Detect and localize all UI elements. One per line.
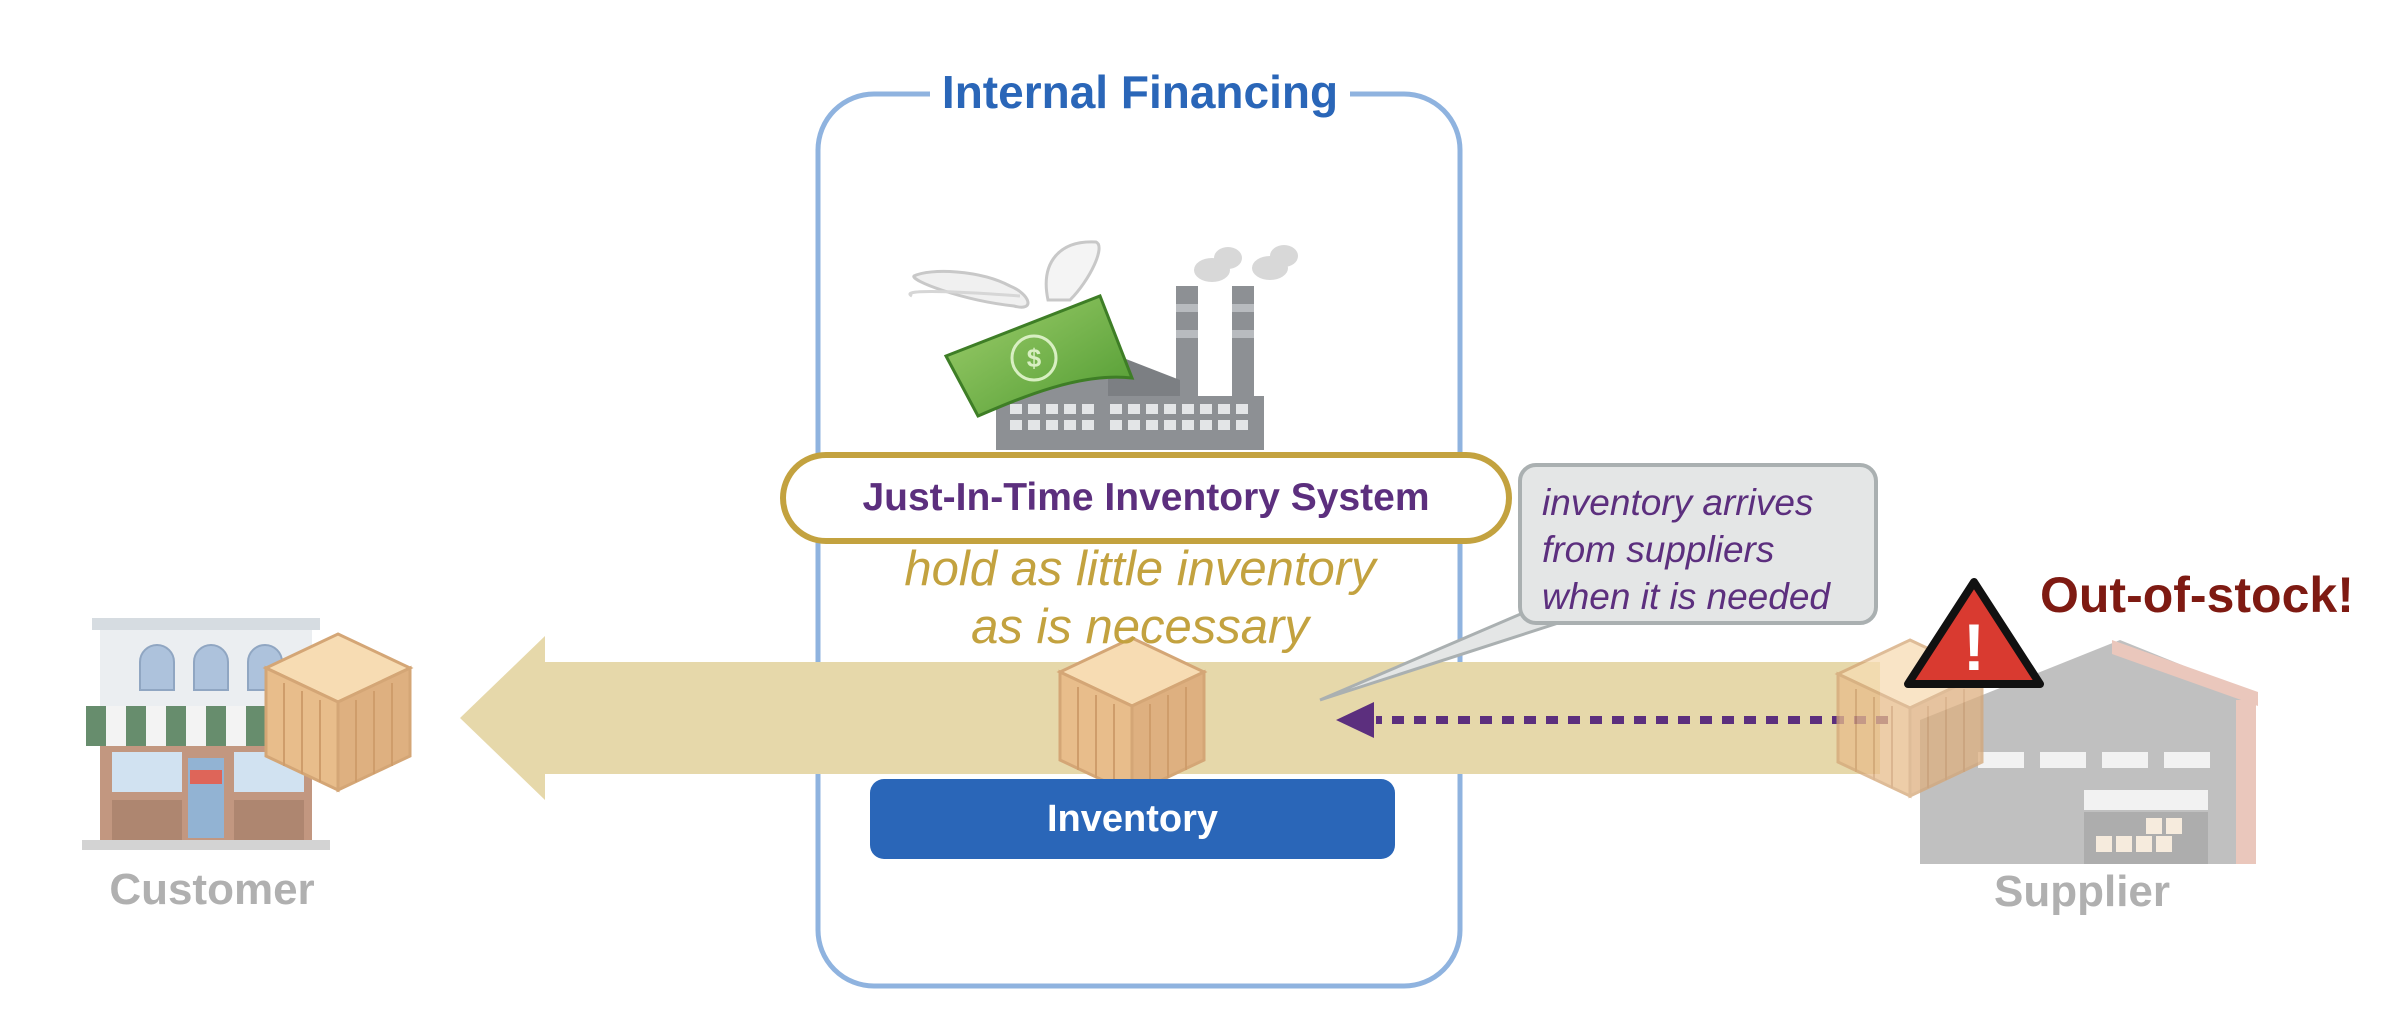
jit-description: hold as little inventory as is necessary [780,540,1500,656]
supplier-label: Supplier [1993,867,2171,916]
jit-description-line1: hold as little inventory [904,542,1376,596]
inventory-label: Inventory [870,779,1395,859]
callout-line3: when it is needed [1542,576,1830,617]
out-of-stock-label: Out-of-stock! [2040,567,2354,623]
warning-symbol: ! [1963,610,1985,684]
supplier-warehouse-icon [1920,640,2258,864]
crate-inventory [1056,636,1208,797]
flying-money-icon: $ [908,240,1135,418]
supply-arrowhead [1336,702,1374,738]
jit-description-line2: as is necessary [971,600,1309,654]
callout-line1: inventory arrives [1542,482,1814,523]
jit-system-label: Just-In-Time Inventory System [780,452,1512,544]
customer-store-icon [82,618,330,850]
warning-icon: ! [1904,578,2044,688]
callout-line2: from suppliers [1542,529,1775,570]
svg-text:$: $ [1027,343,1042,373]
supplier-callout: inventory arrives from suppliers when it… [1518,463,1878,625]
crate-customer [262,632,414,793]
internal-financing-title: Internal Financing [930,62,1350,122]
customer-label: Customer [109,865,315,914]
